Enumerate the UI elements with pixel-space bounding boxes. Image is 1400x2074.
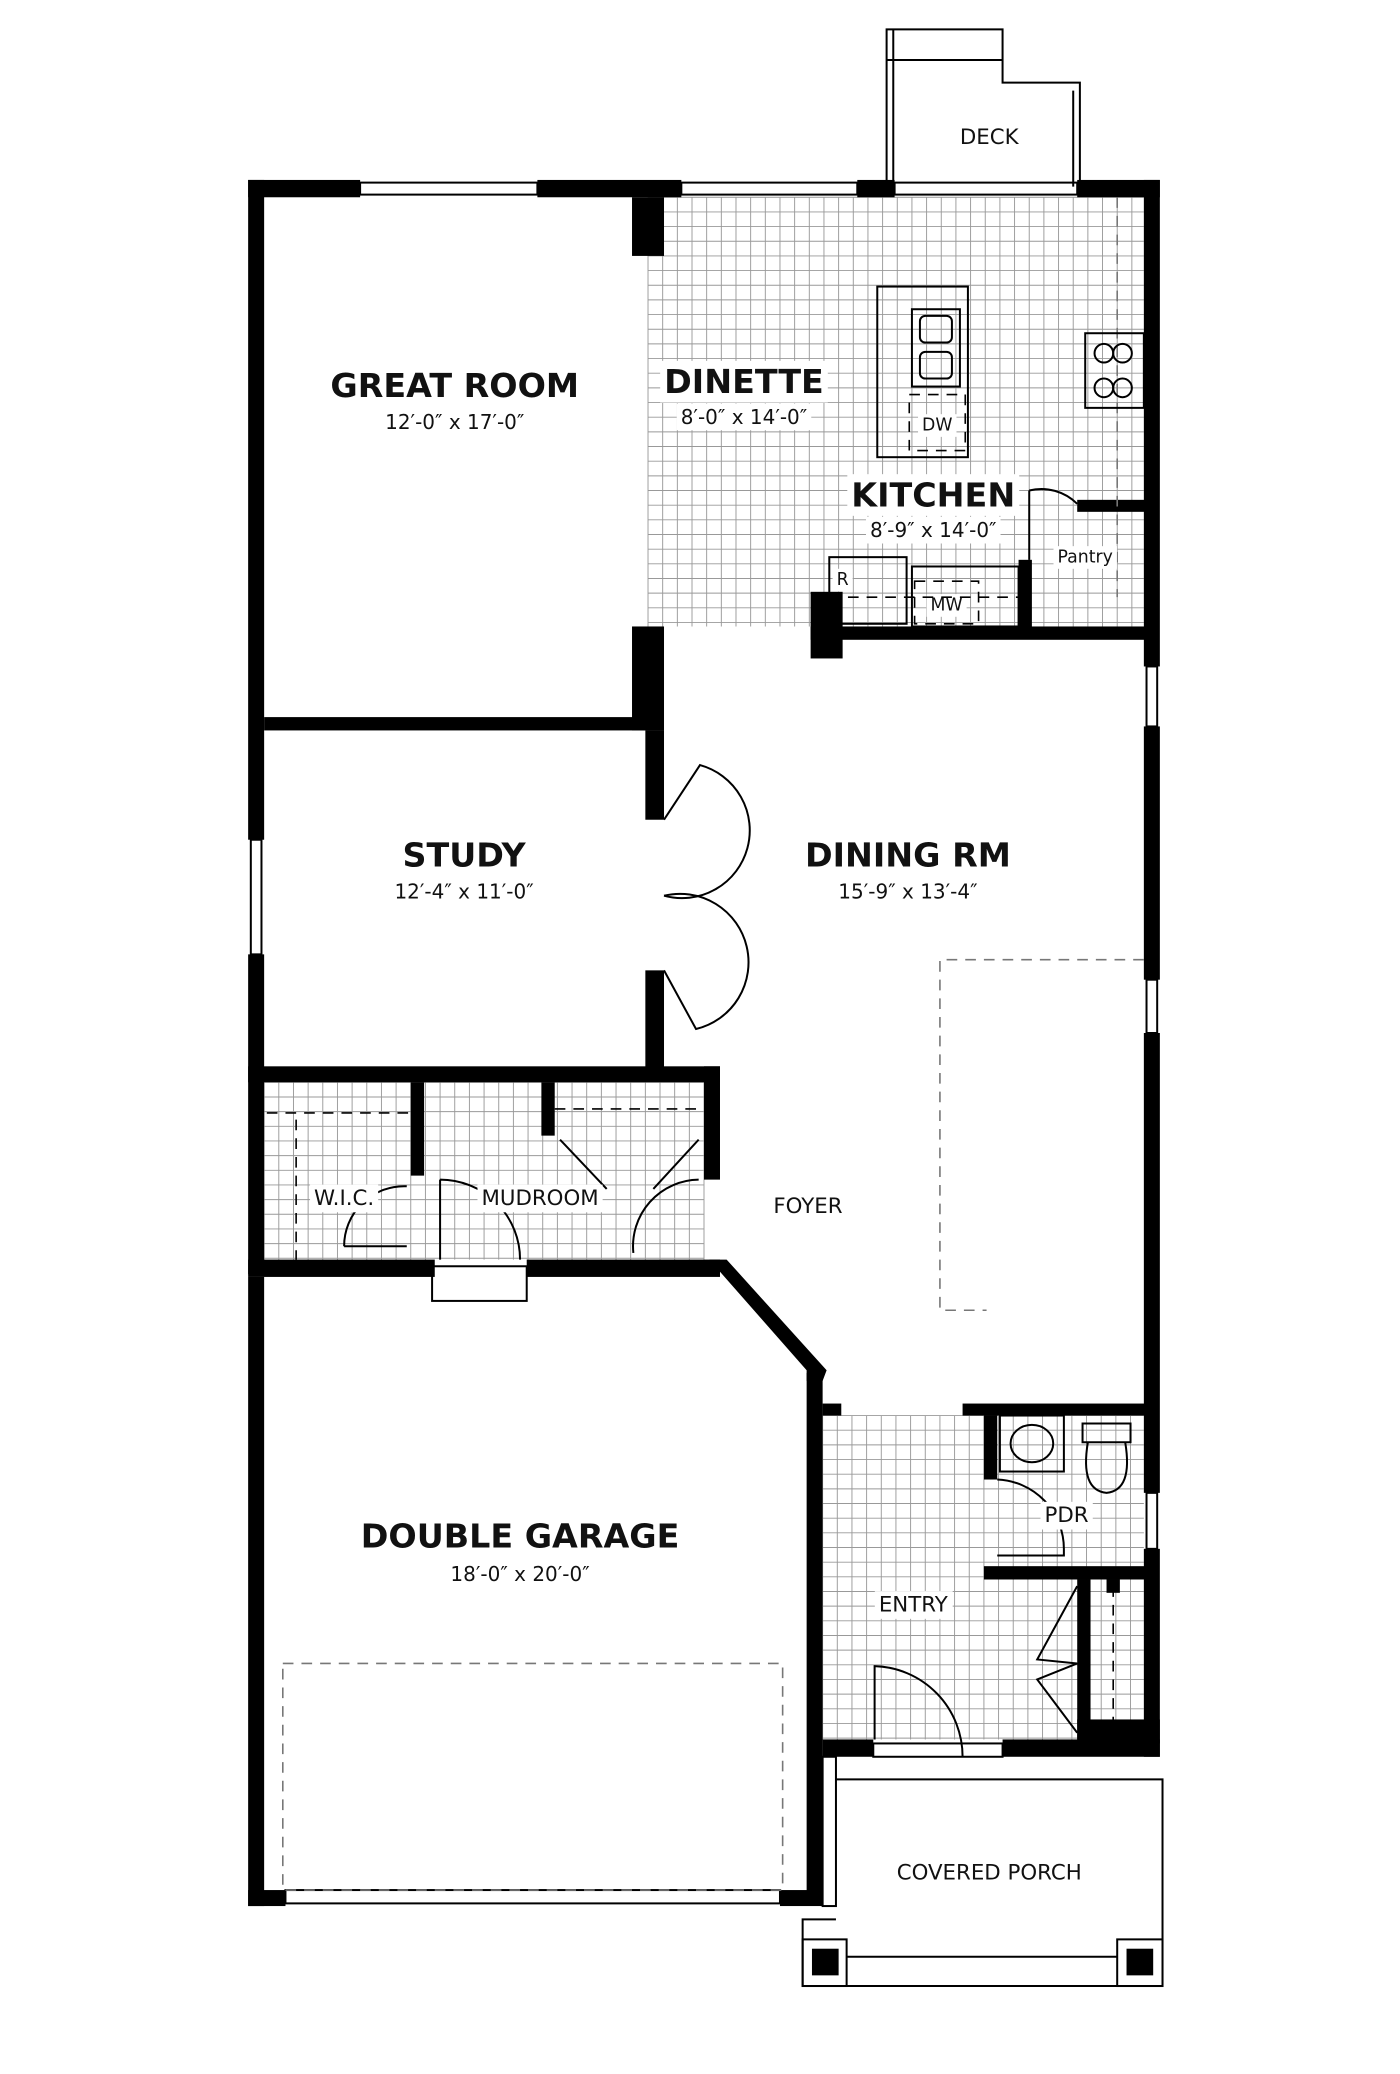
great-room-name: GREAT ROOM [330,366,579,405]
covered-porch: COVERED PORCH [801,1755,1164,1988]
study-name: STUDY [403,835,527,874]
dining-size: 15′-9″ x 13′-4″ [838,879,977,903]
label-backdrop [390,878,538,905]
dishwasher-label: DW [922,416,952,436]
fridge-label: R [837,570,849,590]
deck-label: DECK [960,125,1020,150]
label-backdrop [477,1184,603,1213]
dinette-size: 8′-0″ x 14′-0″ [681,405,808,429]
label-backdrop [834,878,982,905]
label-backdrop [800,834,1015,876]
walls [248,179,1160,1907]
study-size: 12′-4″ x 11′-0″ [394,879,533,903]
sink-icon [1009,1423,1055,1464]
deck: DECK [885,28,1081,187]
porch-label: COVERED PORCH [897,1860,1082,1885]
label-backdrop [310,1184,379,1213]
kitchen-size: 8′-9″ x 14′-0″ [870,518,997,542]
label-backdrop [326,364,584,407]
wic-label: W.I.C. [314,1186,374,1211]
garage-door-outline [282,1662,784,1891]
label-backdrop [865,516,1001,544]
sink-icon [910,308,961,388]
foyer-label: FOYER [773,1194,842,1219]
column-icon [1126,1948,1154,1976]
microwave-label: MW [931,595,963,615]
label-backdrop [398,834,531,876]
entry-label: ENTRY [879,1592,949,1617]
mudroom-fixtures: W.I.C. MUDROOM [266,1108,704,1302]
label-backdrop [381,408,529,436]
dining-name: DINING RM [805,835,1011,874]
garage-name: DOUBLE GARAGE [361,1517,680,1556]
label-backdrop [955,123,1024,152]
range-icon [1084,332,1145,409]
label-backdrop [1053,546,1117,569]
label-backdrop [660,360,828,403]
label-backdrop [926,594,967,617]
room-labels: GREAT ROOM 12′-0″ x 17′-0″ DINETTE 8′-0″… [326,360,1020,1588]
mudroom-label: MUDROOM [481,1186,598,1211]
label-backdrop [769,1192,847,1221]
windows [249,181,1159,1905]
entry-fixtures: ENTRY [873,1585,1115,1757]
label-backdrop [874,1591,953,1619]
column-icon [811,1948,839,1976]
label-backdrop [356,1515,684,1557]
dinette-name: DINETTE [664,362,824,401]
label-backdrop [446,1560,594,1588]
label-backdrop [676,403,812,431]
pdr-label: PDR [1045,1503,1089,1528]
fridge-icon [828,556,908,625]
great-room-size: 12′-0″ x 17′-0″ [385,410,524,434]
toilet-icon [1081,1422,1132,1494]
label-backdrop [832,568,853,592]
study-double-door[interactable] [663,763,751,1031]
powder-room: PDR [997,1414,1132,1557]
garage-size: 18′-0″ x 20′-0″ [450,1562,589,1586]
kitchen-fixtures: DW R MW Pantry [828,197,1145,628]
dining-area-outline [939,958,1144,1312]
label-backdrop [1040,1501,1093,1530]
label-backdrop [918,414,957,437]
label-backdrop [847,474,1020,516]
pantry-label: Pantry [1058,547,1113,567]
label-backdrop [892,1859,1086,1887]
kitchen-name: KITCHEN [851,476,1015,515]
